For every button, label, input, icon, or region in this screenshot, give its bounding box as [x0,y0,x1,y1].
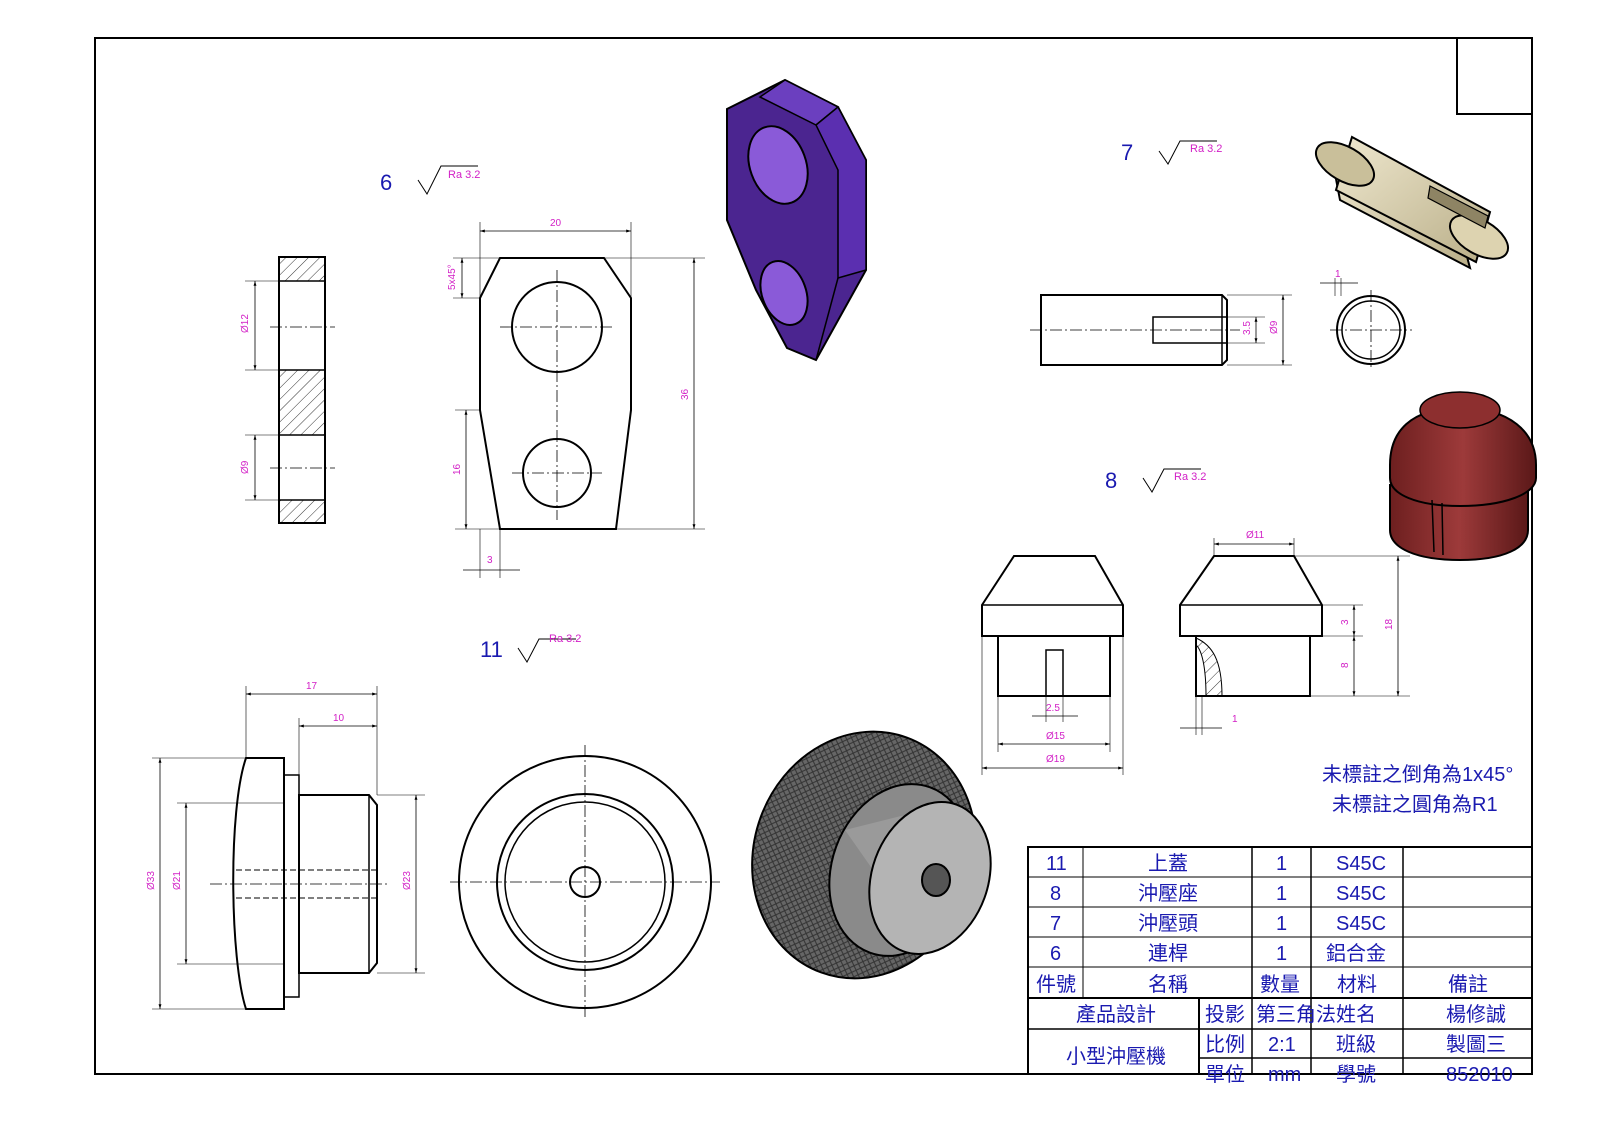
part8-isometric [1389,391,1537,562]
part11-end-view [450,745,720,1020]
svg-text:件號: 件號 [1036,973,1076,996]
bom-table [1027,846,1533,1075]
svg-text:Ø23: Ø23 [402,871,413,890]
svg-text:11: 11 [1046,853,1067,875]
part8-front-view: 2.5 Ø15 Ø19 [981,555,1124,775]
part7-isometric [1315,135,1509,270]
svg-text:連桿: 連桿 [1148,942,1188,965]
svg-text:Ø33: Ø33 [146,871,157,890]
svg-text:3: 3 [487,555,493,566]
svg-text:比例: 比例 [1205,1033,1245,1056]
svg-text:1: 1 [1276,853,1287,875]
svg-text:姓名: 姓名 [1336,1003,1376,1026]
svg-text:16: 16 [452,463,463,475]
svg-text:沖壓座: 沖壓座 [1138,882,1198,905]
bom-rows: 11 上蓋 1 S45C 8 沖壓座 1 S45C 7 沖壓頭 1 S45C 6… [1046,852,1386,965]
svg-text:mm: mm [1268,1064,1301,1086]
svg-text:備註: 備註 [1448,973,1488,996]
svg-text:Ra 3.2: Ra 3.2 [448,169,480,181]
svg-text:產品設計: 產品設計 [1076,1003,1156,1026]
svg-text:學號: 學號 [1336,1063,1376,1086]
svg-text:7: 7 [1050,913,1061,935]
svg-text:鋁合金: 鋁合金 [1326,942,1386,965]
svg-text:6: 6 [1050,943,1061,965]
svg-text:Ra 3.2: Ra 3.2 [1174,471,1206,483]
svg-text:Ø15: Ø15 [1046,731,1065,742]
svg-text:單位: 單位 [1205,1063,1245,1086]
svg-text:17: 17 [306,681,318,692]
svg-text:Ø21: Ø21 [172,871,183,890]
svg-text:6: 6 [380,170,392,195]
svg-text:2.5: 2.5 [1046,703,1060,714]
svg-text:製圖三: 製圖三 [1446,1033,1506,1056]
part8-section-view: Ø11 3 8 18 1 [1179,530,1410,735]
part11-isometric [751,730,992,980]
svg-text:S45C: S45C [1336,913,1386,935]
part6-label: 6 Ra 3.2 [380,165,480,196]
svg-text:投影: 投影 [1205,1003,1245,1026]
svg-text:11: 11 [480,637,503,662]
svg-text:852010: 852010 [1446,1064,1513,1086]
part6-isometric [726,78,867,362]
svg-text:材料: 材料 [1337,973,1377,996]
svg-text:1: 1 [1276,913,1287,935]
note-fillet: 未標註之圓角為R1 [1332,794,1498,816]
svg-text:S45C: S45C [1336,853,1386,875]
part7-front-view: 3.5 Ø9 [1030,294,1292,366]
svg-text:8: 8 [1340,662,1351,668]
svg-text:1: 1 [1335,269,1341,280]
corner-box [1456,37,1533,115]
svg-text:1: 1 [1276,943,1287,965]
svg-text:7: 7 [1121,140,1133,165]
part6-side-section: Ø12 Ø9 [240,256,335,524]
svg-text:5x45°: 5x45° [447,264,458,290]
svg-text:Ra 3.2: Ra 3.2 [549,633,581,645]
svg-text:班級: 班級 [1336,1033,1376,1056]
svg-text:1: 1 [1276,883,1287,905]
svg-text:36: 36 [680,388,691,400]
svg-text:8: 8 [1050,883,1061,905]
svg-text:8: 8 [1105,468,1117,493]
note-chamfer: 未標註之倒角為1x45° [1322,764,1514,786]
svg-text:第三角法: 第三角法 [1256,1003,1336,1026]
svg-text:上蓋: 上蓋 [1148,852,1188,875]
svg-text:1: 1 [1232,714,1238,725]
svg-text:楊修誠: 楊修誠 [1446,1003,1506,1026]
svg-text:20: 20 [550,218,562,229]
svg-text:Ø11: Ø11 [1246,530,1265,541]
svg-text:名稱: 名稱 [1148,973,1188,996]
part11-side-view: 17 10 Ø33 Ø21 Ø23 [146,681,425,1010]
svg-text:10: 10 [333,713,345,724]
svg-text:Ø9: Ø9 [240,460,251,474]
part8-label: 8 Ra 3.2 [1105,468,1206,493]
svg-text:Ø12: Ø12 [240,314,251,333]
svg-text:Ra 3.2: Ra 3.2 [1190,143,1222,155]
svg-text:Ø9: Ø9 [1269,320,1280,334]
svg-text:S45C: S45C [1336,883,1386,905]
part7-end-view: 1 [1320,269,1412,370]
svg-text:小型沖壓機: 小型沖壓機 [1066,1045,1166,1068]
part6-front-view: 20 5x45° 36 16 3 [447,218,705,578]
part7-label: 7 Ra 3.2 [1121,140,1222,165]
part11-label: 11 Ra 3.2 [480,633,581,663]
svg-text:3: 3 [1340,619,1351,625]
svg-text:3.5: 3.5 [1242,321,1253,335]
title-block: 產品設計 小型沖壓機 投影 第三角法 比例 2:1 單位 mm 姓名 楊修誠 班… [1066,1003,1513,1086]
border-frame [94,37,1533,1075]
svg-text:18: 18 [1384,618,1395,630]
svg-text:沖壓頭: 沖壓頭 [1138,912,1198,935]
svg-text:Ø19: Ø19 [1046,754,1065,765]
svg-text:數量: 數量 [1260,973,1300,996]
bom-header: 件號 名稱 數量 材料 備註 [1036,973,1488,996]
svg-text:2:1: 2:1 [1268,1034,1296,1056]
